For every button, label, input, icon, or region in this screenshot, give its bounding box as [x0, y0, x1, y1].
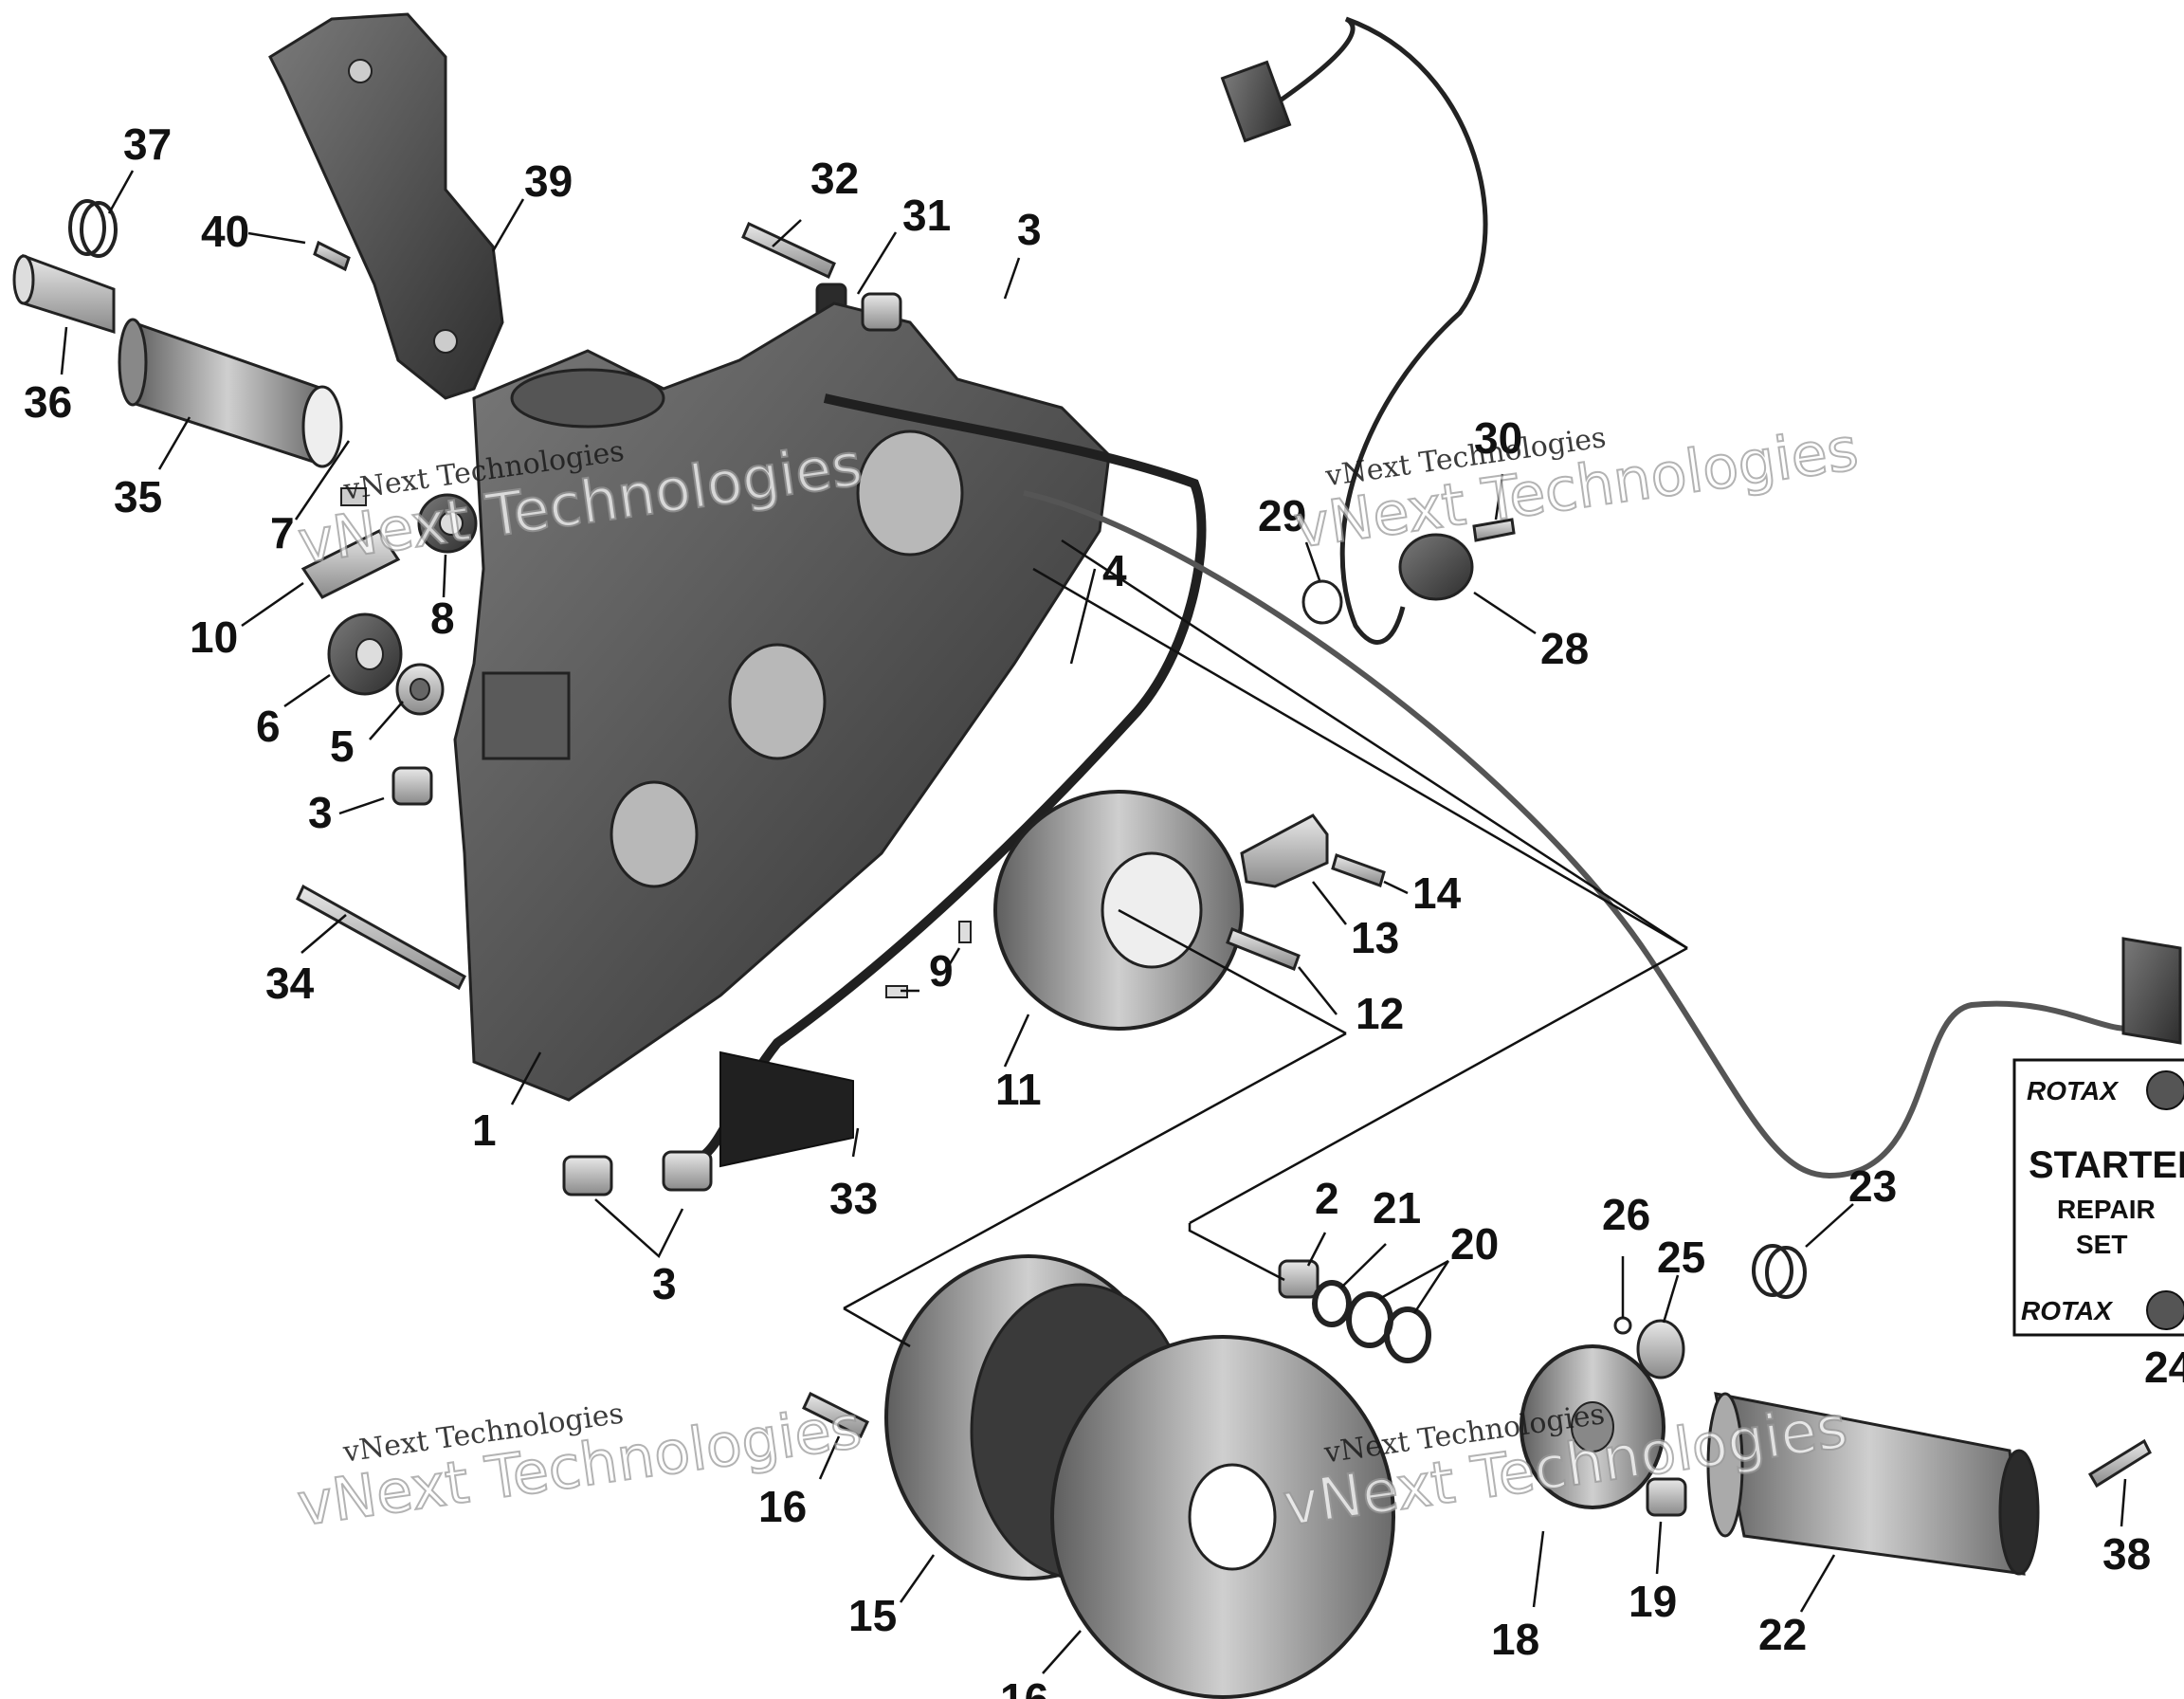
- part-9-dowels: [885, 921, 972, 998]
- part-16-ring-gear: [1050, 1335, 1395, 1699]
- callout-labels: 37 36 35 40 39 7 8 10 6 5 3 34 1 3 33 11…: [24, 119, 2184, 1699]
- callout-3-left: 3: [308, 788, 333, 837]
- part-1-crankcase: [453, 301, 1111, 1102]
- callout-5: 5: [330, 722, 355, 771]
- callout-25: 24: [2144, 1343, 2184, 1392]
- callout-32: 33: [829, 1174, 878, 1223]
- part-27-clip: [1613, 1316, 1632, 1335]
- callout-7: 7: [270, 508, 295, 557]
- part-19-bushing: [1646, 1477, 1687, 1517]
- callout-15: 15: [848, 1591, 897, 1640]
- callout-16: 16: [1000, 1674, 1048, 1699]
- callout-10: 10: [190, 612, 238, 662]
- callout-23: 22: [1758, 1610, 1807, 1659]
- callout-33: 31: [902, 191, 951, 240]
- part-31-bolt: [1472, 518, 1516, 542]
- kit-subtitle-repair: REPAIR: [2057, 1195, 2156, 1224]
- callout-37: 36: [24, 377, 72, 427]
- part-8-bushing: [417, 493, 478, 554]
- part-26-pinion: [1636, 1319, 1685, 1379]
- callout-26: 25: [1657, 1233, 1705, 1282]
- part-12-bolt: [1226, 927, 1301, 971]
- brp-logo-icon: [2146, 1290, 2184, 1330]
- callout-28: 38: [2102, 1529, 2151, 1579]
- part-24-o-rings: [1752, 1244, 1807, 1299]
- watermark-top-right: vNext Technologies vNext Technologies: [1289, 413, 1863, 563]
- callout-22: 21: [1373, 1183, 1421, 1233]
- part-20-idler-gear: [1520, 1344, 1665, 1509]
- kit-subtitle-set: SET: [2076, 1230, 2127, 1259]
- callout-29: 28: [1540, 624, 1589, 673]
- callout-31: 30: [1474, 413, 1522, 463]
- part-22-washer: [1312, 1280, 1352, 1327]
- brp-logo-icon: [2146, 1070, 2184, 1110]
- callout-6: 6: [256, 702, 281, 751]
- callout-34: 32: [810, 154, 859, 203]
- part-5-bearing: [395, 663, 445, 716]
- part-18-bolt: [802, 1391, 869, 1439]
- callout-8: 8: [430, 594, 455, 643]
- callout-40: 40: [201, 207, 249, 256]
- part-40-screw: [313, 240, 351, 272]
- part-36-sleeve: [118, 318, 343, 468]
- part-32-gasket: [699, 393, 1207, 1168]
- callout-20: 18: [1491, 1615, 1539, 1664]
- part-6-seal: [327, 612, 403, 696]
- part-37-shaft: [12, 253, 116, 335]
- part-23-starter-motor: [1706, 1392, 2040, 1576]
- part-38-o-rings: [68, 199, 118, 258]
- part-10-fitting: [300, 529, 401, 599]
- callout-36: 35: [114, 472, 162, 521]
- callout-24: 23: [1848, 1161, 1897, 1211]
- part-30-o-ring: [1301, 579, 1343, 625]
- callout-4: 4: [1102, 546, 1127, 595]
- leader-lines: [60, 170, 2127, 1674]
- callout-2: 2: [1315, 1174, 1339, 1223]
- callout-14: 14: [1412, 868, 1462, 918]
- part-14-bolt: [1331, 853, 1386, 887]
- part-29-sensor: [1220, 16, 1488, 645]
- starter-cable: [1023, 490, 2182, 1179]
- callout-3-bottom: 3: [652, 1259, 677, 1308]
- rotax-brand-bottom: ROTAX: [2021, 1296, 2114, 1325]
- callout-3-top: 3: [1017, 205, 1042, 254]
- part-21-washers: [1346, 1291, 1431, 1363]
- callout-21: 20: [1450, 1219, 1499, 1269]
- callout-38: 37: [123, 119, 172, 169]
- callout-30: 29: [1258, 491, 1306, 540]
- part-2-bushing: [1278, 1259, 1320, 1299]
- callout-1: 1: [472, 1105, 497, 1155]
- callout-18: 16: [758, 1482, 807, 1531]
- part-34-bolt: [741, 221, 836, 280]
- part-39-bracket: [268, 12, 504, 400]
- callout-12: 12: [1356, 989, 1404, 1038]
- rotax-brand-top: ROTAX: [2027, 1076, 2120, 1105]
- callout-27: 26: [1602, 1190, 1650, 1239]
- callout-9: 9: [929, 946, 954, 996]
- part-28-bolt: [2087, 1438, 2152, 1489]
- part-7-dowel: [340, 487, 367, 506]
- callout-39: 39: [524, 156, 573, 206]
- part-3-plug: [391, 292, 902, 1197]
- callout-11: 11: [995, 1065, 1042, 1114]
- part-13-bracket: [1240, 813, 1329, 888]
- part-35-stud: [296, 884, 466, 991]
- callout-35: 34: [265, 959, 315, 1008]
- callout-19: 19: [1629, 1577, 1677, 1626]
- callout-13: 13: [1351, 913, 1399, 962]
